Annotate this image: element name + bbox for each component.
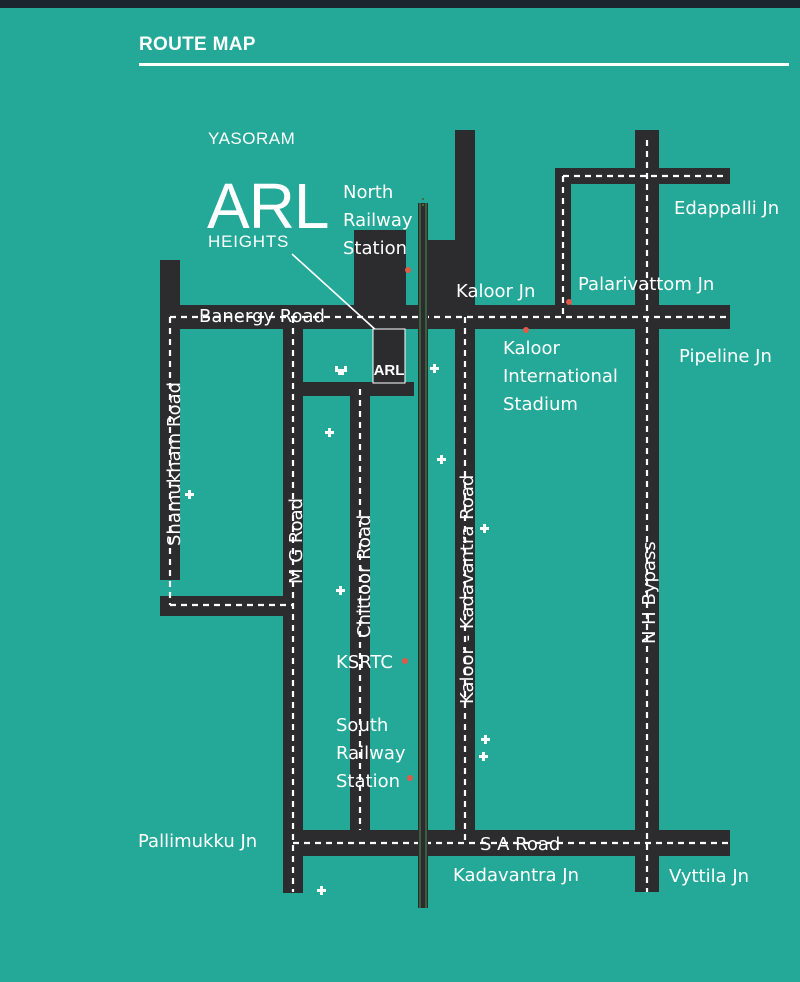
stadium-label-3: Stadium xyxy=(503,394,578,415)
logo-brand: YASORAM xyxy=(208,129,295,148)
page-title: ROUTE MAP xyxy=(139,34,256,55)
logo-sub: HEIGHTS xyxy=(208,232,289,251)
logo-leader-line xyxy=(291,253,379,333)
stadium-label-2: International xyxy=(503,366,618,387)
stadium-dot-icon xyxy=(523,327,529,333)
top-bar xyxy=(0,0,800,8)
south-station-label-1: South xyxy=(336,715,388,736)
logo-mark: ARL xyxy=(207,170,329,242)
banergy-link-road xyxy=(300,382,414,396)
title-underline xyxy=(139,63,789,66)
south-station-dot-icon xyxy=(407,775,413,781)
south-station-label-2: Railway xyxy=(336,743,406,764)
hospital-cross-icon xyxy=(325,428,334,437)
railway-track xyxy=(418,198,428,908)
north-station-road xyxy=(354,230,406,315)
ksrtc-dot-icon xyxy=(402,658,408,664)
hospital-cross-icon xyxy=(481,735,490,744)
kadavantra-jn-label: Kadavantra Jn xyxy=(453,865,579,886)
road-markings xyxy=(168,140,728,892)
chittoor-road-label: Chittoor Road xyxy=(354,515,375,638)
north-station-dot-icon xyxy=(405,267,411,273)
chittoor-road xyxy=(350,382,370,832)
hospital-cross-icon xyxy=(437,455,446,464)
stadium-label-1: Kaloor xyxy=(503,338,561,359)
palarivattom-jn-label: Palarivattom Jn xyxy=(578,274,714,295)
pipeline-jn-label: Pipeline Jn xyxy=(679,346,772,367)
hospital-cross-icon xyxy=(336,586,345,595)
sa-road-label: S A Road xyxy=(480,834,560,855)
edappalli-jn-label: Edappalli Jn xyxy=(674,198,779,219)
hospital-cross-icon xyxy=(430,364,439,373)
north-station-label-1: North xyxy=(343,182,393,203)
ksrtc-label: KSRTC xyxy=(336,652,393,673)
site-marker-mark: ARL xyxy=(374,362,405,379)
vyttila-jn-label: Vyttila Jn xyxy=(669,866,749,887)
palarivattom-dot-icon xyxy=(566,299,572,305)
mg-road xyxy=(283,305,303,893)
kaloor-kadavantra-road-label: Kaloor - Kadavantra Road xyxy=(457,475,478,704)
nh-bypass-label: N H Bypass xyxy=(639,541,660,644)
hospital-cross-icon xyxy=(317,886,326,895)
north-station-label-3: Station xyxy=(343,238,407,259)
south-station-label-3: Station xyxy=(336,771,400,792)
north-station-label-2: Railway xyxy=(343,210,413,231)
shamukham-road-label: Shamukham Road xyxy=(164,382,185,546)
station-dots xyxy=(402,267,572,781)
nh-bypass-road xyxy=(635,130,659,892)
hospital-cross-icon xyxy=(335,366,347,375)
kaloor-jn-label: Kaloor Jn xyxy=(456,281,535,302)
hospital-markers xyxy=(185,364,490,895)
hospital-cross-icon xyxy=(480,524,489,533)
hospital-cross-icon xyxy=(185,490,194,499)
palarivattom-link-road xyxy=(555,168,571,313)
site-marker xyxy=(372,328,406,384)
mg-road-label: M G Road xyxy=(286,498,307,584)
hospital-cross-icon xyxy=(479,752,488,761)
banergy-road-label: Banergy Road xyxy=(199,306,325,327)
pallimukku-jn-label: Pallimukku Jn xyxy=(138,831,257,852)
